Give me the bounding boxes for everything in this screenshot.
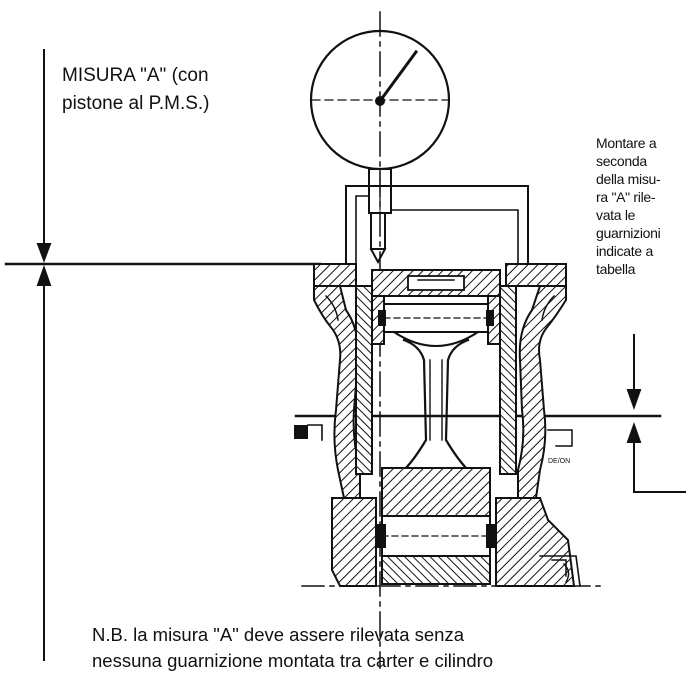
- cylinder-section: [313, 263, 567, 499]
- crankcase-section: [301, 429, 601, 587]
- side-stud-detail: [294, 424, 323, 441]
- dial-needle: [377, 49, 419, 104]
- cylinder-flange-left: [313, 263, 357, 287]
- connecting-rod: [402, 338, 470, 472]
- measure-a-dimension: [36, 49, 52, 661]
- gauge-support-bracket: [345, 185, 529, 269]
- crankcase-left: [331, 497, 377, 587]
- arrow-up-icon: [36, 264, 52, 286]
- piston: [371, 269, 501, 347]
- big-end-block: [381, 467, 491, 517]
- cylinder-liner-right: [499, 285, 517, 475]
- crankcase-right: [495, 497, 576, 587]
- dial-gauge: [309, 29, 451, 265]
- cylinder-liner-left: [355, 285, 373, 475]
- dial-hub: [375, 96, 385, 106]
- gasket-instruction-note: Montare a seconda della misu- ra "A" ril…: [596, 135, 661, 277]
- part-code-label: DE/ON: [548, 458, 570, 465]
- arrow-up-icon: [626, 421, 642, 443]
- dial-plunger: [370, 212, 386, 250]
- crank-web: [381, 555, 491, 585]
- measure-a-label: MISURA "A" (con pistone al P.M.S.): [62, 65, 210, 114]
- gasket-dimension: [626, 334, 686, 493]
- cylinder-flange-right: [505, 263, 567, 287]
- cylinder-wall-right: [517, 285, 567, 499]
- footnote-nb: N.B. la misura "A" deve assere rilevata …: [92, 624, 494, 671]
- arrow-down-icon: [626, 389, 642, 411]
- arrow-down-icon: [36, 243, 52, 263]
